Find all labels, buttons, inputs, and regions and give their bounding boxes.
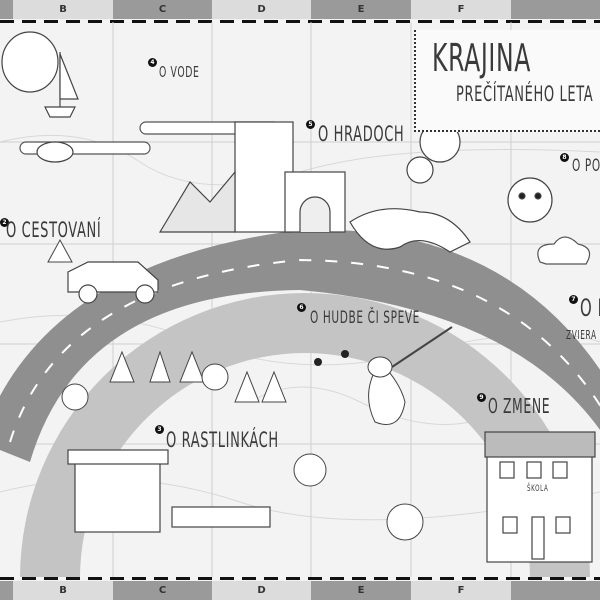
ruler-column-d: D [212,581,311,600]
castle [158,121,346,233]
column-ruler-top: B C D E F [0,0,600,19]
section-label-change[interactable]: O ZMENE [488,394,551,418]
ruler-segment [511,0,600,19]
ruler-column-f: F [411,581,511,600]
section-number-marker: 3 [155,425,164,434]
ruler-column-e: E [311,581,411,600]
section-number-marker: 5 [306,120,315,129]
greenhouse [67,449,271,533]
ruler-column-e: E [311,0,411,19]
section-number-marker: 8 [560,153,569,162]
section-sublabel-animals: ZVIERA [566,328,597,342]
dashed-border-top [0,20,600,23]
section-label-castles[interactable]: O HRADOCH [318,122,405,146]
ruler-segment [0,581,13,600]
section-label-weather[interactable]: O POČ [572,156,600,176]
ruler-column-c: C [113,581,212,600]
ruler-column-b: B [13,0,113,19]
ruler-segment [511,581,600,600]
knight-on-horse [349,121,471,253]
map-title: KRAJINA [432,36,531,80]
ruler-segment [0,0,13,19]
trees [47,238,424,541]
section-label-plants[interactable]: O RASTLINKÁCH [166,428,279,452]
car [67,261,159,304]
dashed-border-bottom [0,577,600,580]
ruler-column-f: F [411,0,511,19]
section-number-marker: 4 [148,58,157,67]
section-number-marker: 2 [0,218,9,227]
section-number-marker: 6 [297,303,306,312]
map-subtitle: PREČÍTANÉHO LETA [456,82,594,106]
title-box: KRAJINA PREČÍTANÉHO LETA [414,30,600,132]
section-number-marker: 9 [477,393,486,402]
section-label-travel[interactable]: O CESTOVANÍ [6,218,102,242]
section-label-water[interactable]: O VODE [159,63,200,81]
sun [507,177,553,223]
ruler-column-b: B [13,581,113,600]
music [314,326,453,425]
section-number-marker: 7 [569,295,578,304]
section-label-music[interactable]: O HUDBE ČI SPEVE [310,308,420,328]
ruler-column-d: D [212,0,311,19]
ruler-column-c: C [113,0,212,19]
map-illustration [0,22,600,578]
octopus-and-boat [1,31,79,163]
school-sign: ŠKOLA [527,484,549,494]
section-label-animals[interactable]: O N [580,294,600,322]
illustrated-map: KRAJINA PREČÍTANÉHO LETA 2 O CESTOVANÍ 3… [0,22,600,578]
school [484,431,596,563]
column-ruler-bottom: B C D E F [0,581,600,600]
road-centerline [9,258,600,443]
